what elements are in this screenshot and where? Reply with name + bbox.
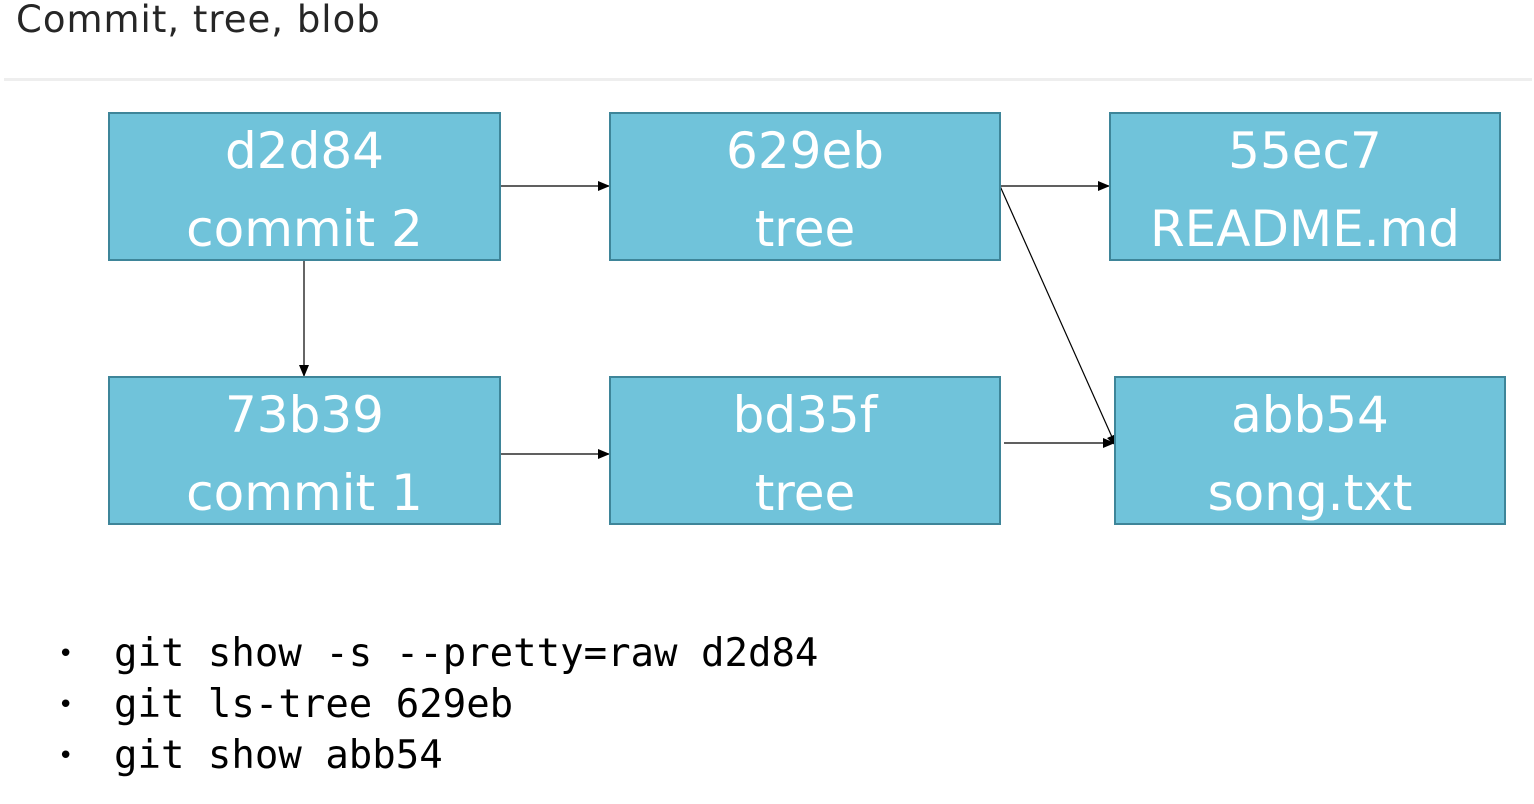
edge-tree1-to-song [999, 185, 1117, 447]
node-hash: abb54 [1231, 386, 1389, 444]
node-label: song.txt [1208, 464, 1413, 522]
node-hash: 55ec7 [1228, 122, 1382, 180]
command-text: git show -s --pretty=raw d2d84 [114, 631, 819, 676]
tree-node-bd35f: bd35f tree [609, 376, 1001, 525]
node-label: commit 2 [186, 200, 423, 258]
tree-node-629eb: 629eb tree [609, 112, 1001, 261]
node-hash: d2d84 [225, 122, 384, 180]
node-label: tree [755, 464, 856, 522]
edges [299, 181, 1117, 459]
git-object-diagram: d2d84 commit 2 629eb tree 55ec7 README.m… [108, 112, 1506, 525]
slide-title: Commit, tree, blob [16, 0, 381, 41]
command-item: • git ls-tree 629eb [58, 679, 818, 730]
node-label: commit 1 [186, 464, 423, 522]
node-hash: 73b39 [225, 386, 384, 444]
blob-node-readme: 55ec7 README.md [1109, 112, 1501, 261]
commit-node-1: 73b39 commit 1 [108, 376, 501, 525]
bullet-icon: • [58, 638, 74, 669]
blob-node-song: abb54 song.txt [1114, 376, 1506, 525]
node-hash: 629eb [726, 122, 884, 180]
bullet-icon: • [58, 740, 74, 771]
bullet-icon: • [58, 689, 74, 720]
node-hash: bd35f [733, 386, 879, 444]
command-item: • git show -s --pretty=raw d2d84 [58, 628, 818, 679]
node-label: README.md [1150, 200, 1460, 258]
command-item: • git show abb54 [58, 730, 818, 781]
node-label: tree [755, 200, 856, 258]
command-text: git show abb54 [114, 733, 443, 778]
command-text: git ls-tree 629eb [114, 682, 514, 727]
title-divider [4, 78, 1532, 81]
commit-node-2: d2d84 commit 2 [108, 112, 501, 261]
command-list: • git show -s --pretty=raw d2d84 • git l… [58, 628, 818, 781]
